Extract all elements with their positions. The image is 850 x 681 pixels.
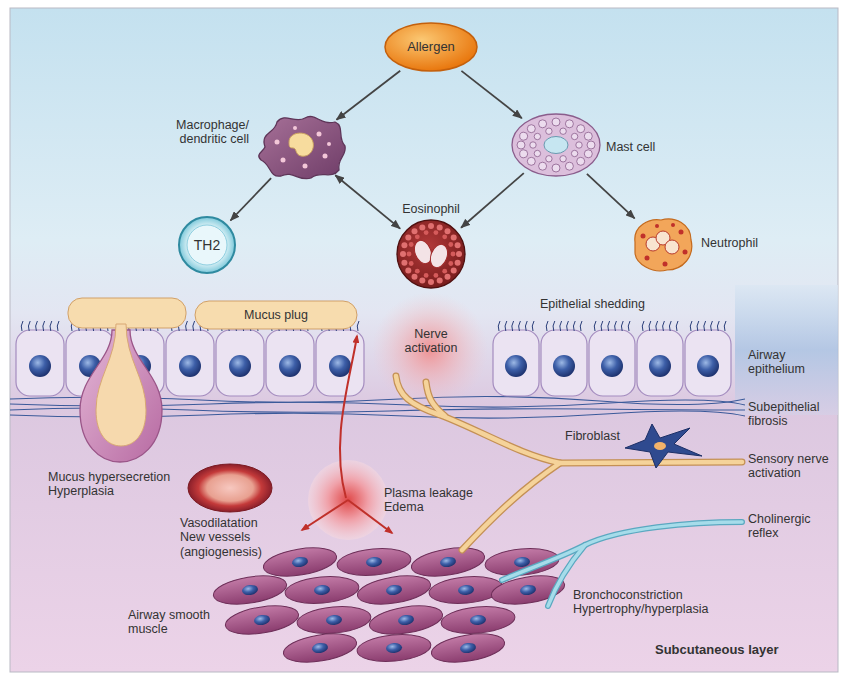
annotation-label: Sensory nerve activation (748, 452, 838, 481)
arrow-connector (461, 71, 521, 118)
node-label: Allergen (407, 40, 455, 55)
tissue-ground (10, 8, 838, 672)
muscle-cell (336, 546, 412, 578)
muscle-cell (367, 601, 444, 638)
goblet-mucus (96, 324, 146, 446)
epithelial-cell (16, 321, 64, 396)
mucus-plug: Mucus plug (194, 300, 358, 330)
mast-cell: Mast cell (510, 112, 602, 178)
annotation-label: Epithelial shedding (540, 297, 645, 311)
annotation-label: Fibroblast (565, 429, 620, 443)
node-label: Mast cell (606, 140, 655, 154)
muscle-cell (409, 543, 486, 580)
leakage-arrows (302, 336, 392, 533)
mast-cell-outline (510, 112, 602, 178)
arrow-connector (587, 174, 635, 219)
muscle-cell (296, 604, 372, 636)
goblet-cell (68, 298, 186, 462)
mucus-plug-shape (68, 298, 186, 328)
fibroblast-cell (625, 424, 702, 468)
annotation-label: Nerve activation (398, 327, 464, 356)
smooth-muscle (211, 543, 566, 666)
macrophage-cell-outline (255, 112, 347, 182)
annotation-label: Subepithelial fibrosis (748, 400, 830, 429)
muscle-cell (223, 601, 300, 638)
muscle-cell (284, 574, 360, 606)
annotation-label: Plasma leakage Edema (384, 486, 478, 515)
muscle-cell (355, 571, 432, 608)
th2-cell: TH2 (177, 215, 237, 275)
muscle-cell (261, 543, 338, 580)
neutrophil-cell: Neutrophil (627, 212, 697, 276)
epithelial-cell (685, 321, 731, 396)
neutrophil-cell-outline (627, 212, 697, 276)
epithelial-cell (316, 321, 364, 396)
muscle-cell (428, 574, 504, 606)
muscle-cell (440, 604, 516, 636)
annotation-label: Cholinergic reflex (748, 512, 826, 541)
epithelial-cell (166, 321, 214, 396)
annotation-label: Vasodilatation New vessels (angiogenesis… (180, 516, 276, 559)
epithelial-cell (266, 321, 314, 396)
epithelial-cell (637, 321, 683, 396)
arrow-connector (461, 173, 524, 228)
arrow-connector (231, 178, 272, 220)
arrow-connector (337, 71, 401, 120)
node-label: TH2 (194, 237, 220, 253)
muscle-cell (356, 632, 432, 664)
allergen-ellipse: Allergen (383, 21, 479, 73)
epithelial-cell (541, 321, 587, 396)
annotation-label: Airway smooth muscle (128, 608, 214, 637)
layer-title: Subcutaneous layer (655, 643, 779, 658)
eosinophil-cell: Eosinophil (395, 218, 467, 290)
muscle-cell (281, 629, 358, 666)
muscle-cell (429, 629, 506, 666)
blood-vessel (188, 464, 272, 512)
node-label: Eosinophil (402, 202, 460, 216)
epithelial-cell (493, 321, 539, 396)
side-band (735, 285, 838, 415)
annotation-label: Bronchoconstriction Hypertrophy/hyperpla… (573, 588, 733, 617)
annotation-label: Airway epithelium (748, 348, 820, 377)
macrophage-cell: Macrophage/ dendritic cell (255, 112, 347, 182)
node-label: Mucus plug (244, 308, 308, 322)
muscle-cell (211, 571, 288, 608)
epithelial-cell (216, 321, 264, 396)
epithelial-cell (589, 321, 635, 396)
annotation-label: Mucus hypersecretion Hyperplasia (48, 470, 178, 499)
node-label: Macrophage/ dendritic cell (165, 118, 249, 147)
node-label: Neutrophil (701, 236, 758, 250)
arrow-connector (335, 175, 400, 228)
eosinophil-cell-outline (395, 218, 467, 290)
